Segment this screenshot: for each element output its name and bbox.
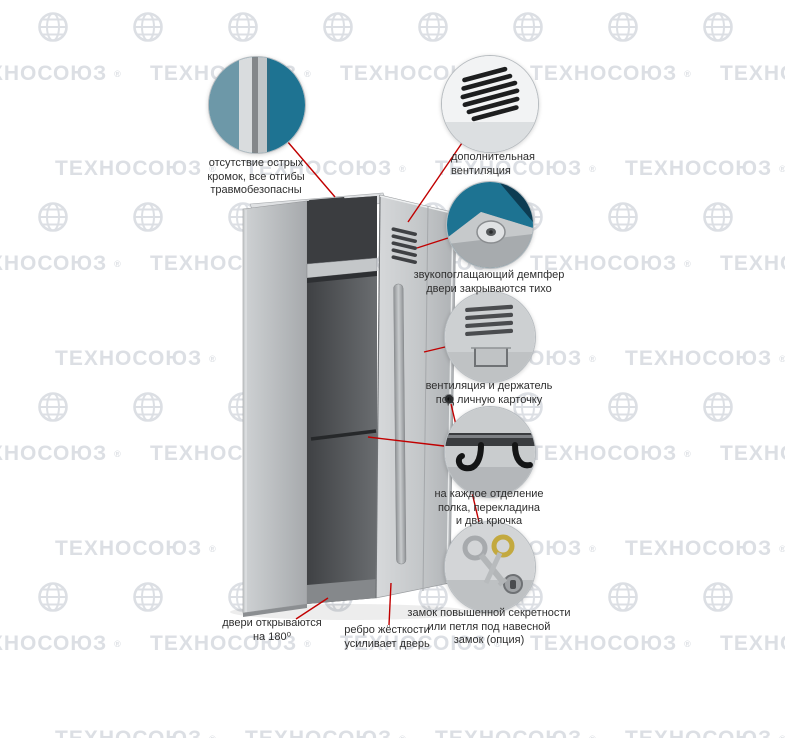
watermark-text: ТЕХНОСОЮЗ® [530,252,692,275]
watermark-text: ТЕХНОСОЮЗ® [0,442,122,465]
watermark-globe [131,10,165,44]
globe-icon [38,392,68,422]
watermark-globe [511,390,545,424]
ventilation-slats-icon [442,56,538,152]
watermark-globe [701,200,735,234]
lock-and-keys-icon [445,522,535,612]
globe-icon [513,12,543,42]
watermark-globe [606,200,640,234]
watermark-globe [36,200,70,234]
globe-icon [38,202,68,232]
globe-icon [133,392,163,422]
label-damper: звукопоглащающий демпфер двери закрывают… [413,269,565,295]
globe-icon [513,392,543,422]
label-rib: ребро жёсткости усиливает дверь [344,624,430,650]
watermark-globe [511,10,545,44]
callout-photo-crossbar-hooks [444,406,536,498]
globe-icon [133,12,163,42]
globe-icon [38,582,68,612]
globe-icon [608,12,638,42]
keyhole-icon [443,393,455,405]
watermark-text: ТЕХНОСОЮЗ® [150,632,312,655]
door-damper-icon [447,182,533,268]
watermark-text: ТЕХНОСОЮЗ® [720,442,785,465]
watermark-globe [131,200,165,234]
globe-icon [703,202,733,232]
watermark-globe [606,10,640,44]
watermark-globe [36,390,70,424]
watermark-text: ТЕХНОСОЮЗ® [55,727,217,738]
door-vent-slots [391,227,417,264]
callout-photo-extra-vent [441,55,539,153]
globe-icon [38,12,68,42]
watermark-text: ТЕХНОСОЮЗ® [0,62,122,85]
cabinet-body [242,192,388,617]
globe-icon [703,12,733,42]
watermark-globe [321,10,355,44]
callout-photo-vent-card-holder [444,291,536,383]
watermark-text: ТЕХНОСОЮЗ® [530,62,692,85]
globe-icon [608,582,638,612]
watermark-text: ТЕХНОСОЮЗ® [55,537,217,560]
watermark-globe [416,10,450,44]
globe-icon [608,392,638,422]
watermark-text: ТЕХНОСОЮЗ® [625,727,785,738]
watermark-globe [701,390,735,424]
globe-icon [418,12,448,42]
watermark-text: ТЕХНОСОЮЗ® [720,252,785,275]
label-sharp-edges: отсутствие острых кромок, все отгибы тра… [207,157,305,196]
door-edge-detail-icon [209,57,305,153]
watermark-text: ТЕХНОСОЮЗ® [0,632,122,655]
globe-icon [703,392,733,422]
watermark-globe [36,10,70,44]
watermark-globe [606,580,640,614]
label-lock: замок повышенной секретности или петля п… [407,607,571,646]
globe-icon [608,202,638,232]
callout-photo-sharp-edges [208,56,306,154]
interior [307,196,377,604]
label-extra-vent: дополнительная вентиляция [451,151,535,177]
watermark-text: ТЕХНОСОЮЗ® [55,347,217,370]
watermark-globe [36,580,70,614]
watermark-globe [606,390,640,424]
stiffening-rib [393,283,407,565]
watermark-text: ТЕХНОСОЮЗ® [530,632,692,655]
globe-icon [703,582,733,612]
label-vent-holder: вентиляция и держатель под личную карточ… [425,380,553,406]
globe-icon [133,582,163,612]
watermark-text: ТЕХНОСОЮЗ® [245,727,407,738]
cabinet-door-open [375,194,457,599]
watermark-text: ТЕХНОСОЮЗ® [625,347,785,370]
watermark-globe [131,580,165,614]
watermark-text: ТЕХНОСОЮЗ® [625,157,785,180]
watermark-globe [701,580,735,614]
watermark-text: ТЕХНОСОЮЗ® [435,157,597,180]
watermark-text: ТЕХНОСОЮЗ® [720,632,785,655]
globe-icon [133,202,163,232]
crossbar-hooks-icon [445,407,535,497]
globe-icon [323,12,353,42]
watermark-globe [131,390,165,424]
label-door-180: двери открываются на 180⁰ [222,617,322,643]
callout-photo-lock [444,521,536,613]
callout-photo-damper [446,181,534,269]
watermark-text: ТЕХНОСОЮЗ® [625,537,785,560]
watermark-globe [701,10,735,44]
watermark-text: ТЕХНОСОЮЗ® [245,157,407,180]
hanger-crossbar [310,429,377,441]
watermark-text: ТЕХНОСОЮЗ® [340,632,502,655]
watermark-text: ТЕХНОСОЮЗ® [720,62,785,85]
label-shelf-hooks: на каждое отделение полка, перекладина и… [434,488,544,527]
watermark-text: ТЕХНОСОЮЗ® [530,442,692,465]
watermark-globe [226,10,260,44]
watermark-text: ТЕХНОСОЮЗ® [55,157,217,180]
vent-card-holder-icon [445,292,535,382]
watermark-text: ТЕХНОСОЮЗ® [0,252,122,275]
globe-icon [228,12,258,42]
watermark-text: ТЕХНОСОЮЗ® [435,727,597,738]
side-panel [242,200,308,614]
